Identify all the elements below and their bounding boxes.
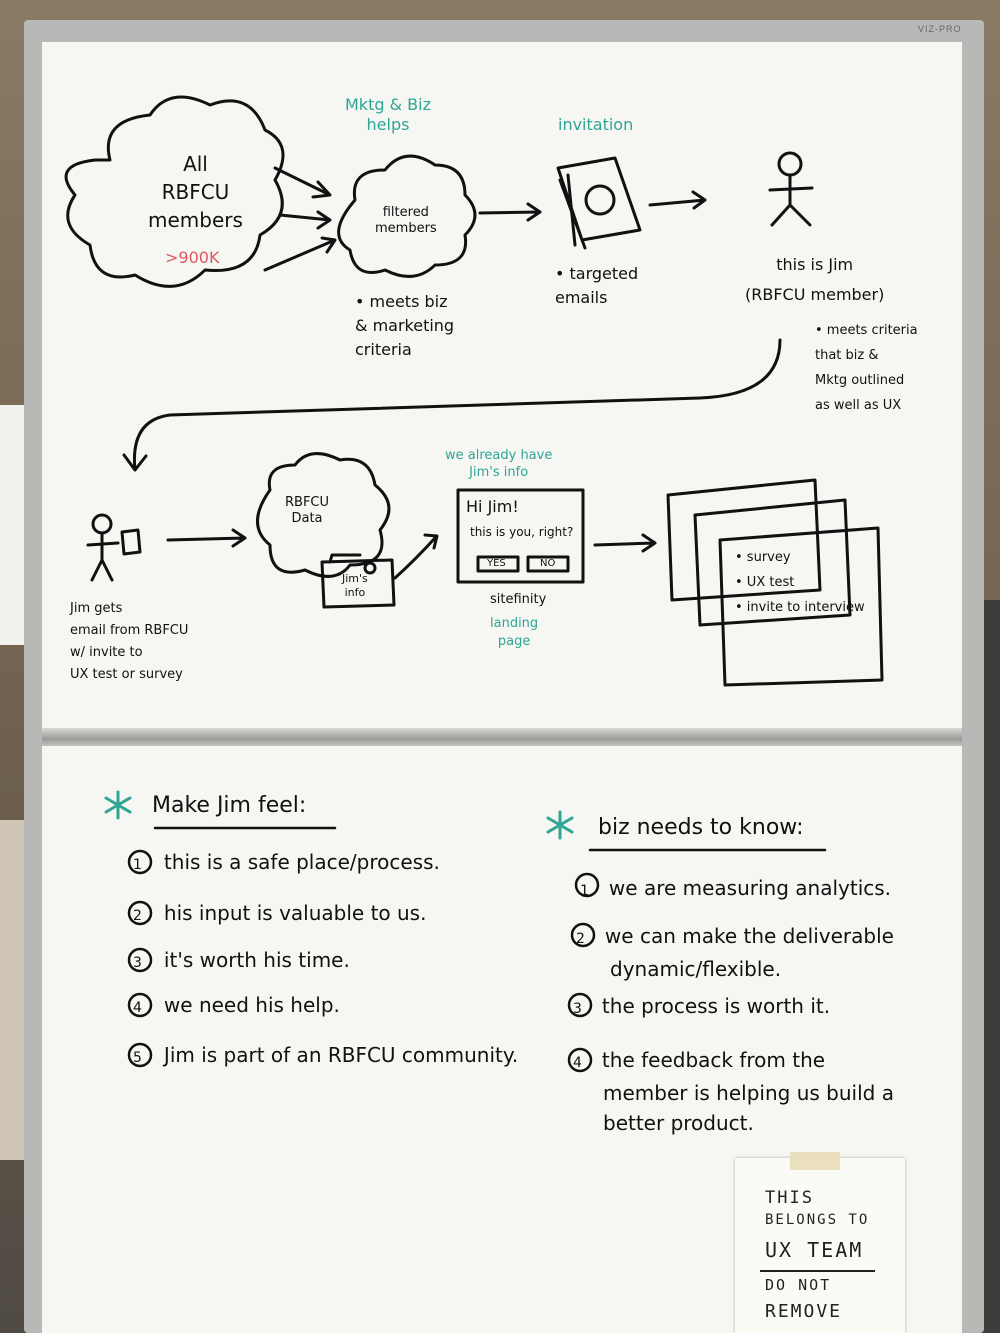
asterisk-right (546, 810, 574, 840)
jim-gets-email-text: Jim gets email from RBFCU w/ invite to U… (70, 601, 189, 682)
jim-body (768, 173, 814, 227)
num-circle-r3 (567, 992, 593, 1018)
arrow-3 (263, 236, 337, 272)
no-button-sketch (526, 555, 570, 573)
filtered-note: • meets biz & marketing criteria (355, 292, 455, 359)
num-circle-l3 (127, 947, 153, 973)
arrow-to-options (593, 533, 657, 553)
tape-strip (790, 1152, 840, 1170)
filtered-members-cloud (337, 154, 477, 278)
arrow-1 (273, 166, 332, 199)
make-jim-title: Make Jim feel: (152, 793, 307, 818)
all-members-cloud (64, 95, 285, 288)
num-circle-r1 (574, 872, 600, 898)
yes-label: YES (487, 558, 506, 569)
note-divider (760, 1270, 875, 1272)
invitation-cards (556, 156, 642, 250)
jim-small-body (86, 531, 120, 582)
num-circle-r4 (567, 1047, 593, 1073)
jim-note: • meets criteria that biz & Mktg outline… (815, 323, 918, 413)
biz-title: biz needs to know: (598, 815, 804, 840)
landing-question: this is you, right? (470, 525, 574, 539)
note-line: BELONGS TO (765, 1212, 870, 1228)
jim-label: this is Jim (RBFCU member) (745, 255, 885, 304)
brand-label: VIZ-PRO (918, 24, 962, 34)
num-circle-l2 (127, 900, 153, 926)
arrow-to-jim (648, 190, 707, 210)
jims-info-text: Jim's info (342, 572, 368, 599)
landing-page-label: landing page (490, 616, 539, 649)
asterisk-left (104, 790, 132, 820)
sitefinity-label: sitefinity (490, 592, 547, 607)
num-circle-l5 (127, 1042, 153, 1068)
jim-small-head (91, 513, 113, 535)
long-return-arrow (122, 338, 782, 472)
filtered-members-text: filtered members (375, 205, 437, 236)
note-line: REMOVE (765, 1301, 843, 1322)
panel-divider-rail (42, 728, 962, 750)
options-list: • survey • UX test • invite to interview (735, 550, 865, 615)
landing-greeting: Hi Jim! (466, 497, 519, 516)
yes-button-sketch (476, 555, 520, 573)
note-line: UX TEAM (765, 1238, 864, 1262)
folder-tag-icon (363, 561, 377, 575)
all-members-text: All RBFCU members (148, 152, 243, 232)
jim-small-phone (120, 528, 142, 556)
invitation-note: • targeted emails (555, 264, 639, 307)
jim-head (777, 151, 803, 177)
arrow-to-invitation (478, 202, 542, 222)
member-count: >900K (165, 248, 220, 267)
invitation-label: invitation (558, 115, 634, 134)
arrow-to-data (166, 528, 247, 548)
data-cloud-text: RBFCU Data (285, 495, 330, 526)
no-label: NO (540, 558, 556, 569)
arrow-to-landing (393, 533, 439, 580)
num-circle-l4 (127, 992, 153, 1018)
num-circle-r2 (570, 922, 596, 948)
already-have-label: we already have Jim's info (445, 448, 553, 480)
landing-page-wireframe (456, 488, 585, 584)
note-line: THIS (765, 1188, 814, 1208)
arrow-2 (278, 210, 332, 230)
sticky-note: THIS BELONGS TO UX TEAM DO NOT REMOVE (735, 1158, 905, 1333)
rbfcu-data-cloud (256, 452, 391, 578)
mktg-biz-label: Mktg & Biz helps (345, 95, 431, 134)
note-line: DO NOT (765, 1276, 832, 1294)
invitation-seal-icon (584, 184, 616, 216)
options-pages-stack (666, 478, 884, 687)
jims-info-folder (320, 553, 396, 609)
num-circle-l1 (127, 849, 153, 875)
